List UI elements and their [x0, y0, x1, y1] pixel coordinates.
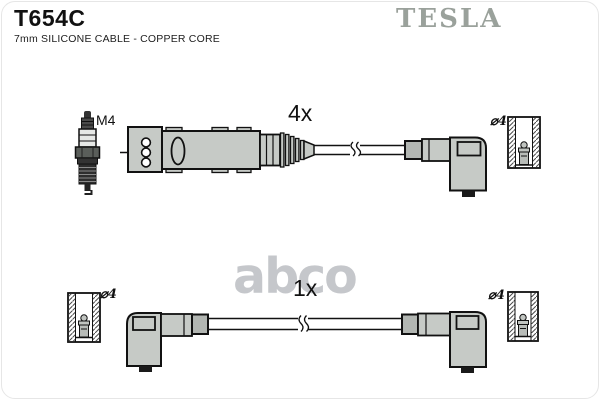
distributor-connector-icon — [120, 126, 315, 174]
part-number: T654C — [14, 5, 86, 31]
spark-plug-icon — [74, 111, 101, 195]
bottom-left-diameter-label: ⌀4 — [100, 287, 117, 302]
plug-thread-label: M4 — [96, 112, 116, 128]
socket-section-icon — [67, 292, 101, 343]
top-quantity-label: 4x — [288, 100, 313, 126]
elbow-boot-icon — [401, 311, 487, 373]
bottom-right-diameter-label: ⌀4 — [488, 288, 505, 303]
socket-section-icon — [507, 116, 541, 169]
socket-section-icon — [507, 291, 539, 342]
cable-wire — [208, 315, 402, 332]
cable-break-icon — [298, 315, 310, 332]
product-subtitle: 7mm SILICONE CABLE - COPPER CORE — [14, 33, 220, 45]
cable-break-icon — [350, 141, 362, 157]
cable-wire — [314, 141, 406, 157]
bottom-cable-drawing — [67, 291, 539, 373]
top-diameter-label: ⌀4 — [490, 114, 507, 129]
bottom-quantity-label: 1x — [293, 275, 318, 301]
top-cable-drawing — [74, 111, 541, 197]
elbow-boot-icon — [126, 312, 209, 372]
marketplace-watermark: abco — [233, 248, 358, 305]
tesla-logo: TESLA — [396, 4, 503, 34]
elbow-boot-icon — [404, 136, 487, 197]
